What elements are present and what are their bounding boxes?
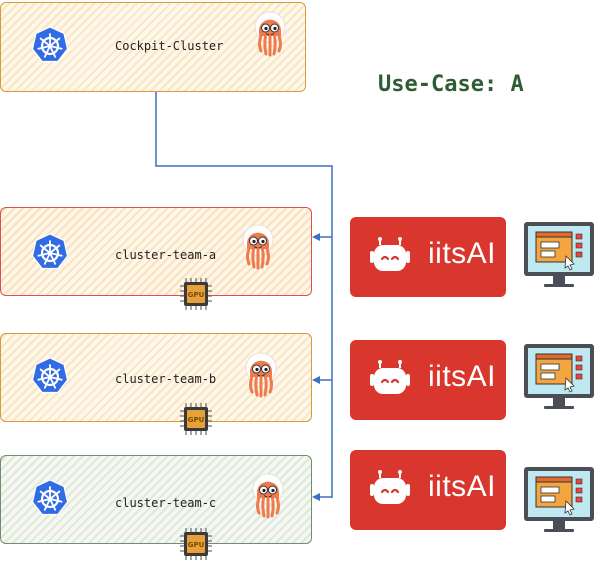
iitsai-logo-block: iitsAI bbox=[350, 217, 506, 297]
kubernetes-icon bbox=[31, 356, 69, 394]
argo-octopus-icon bbox=[253, 10, 287, 57]
arrowhead-team-a bbox=[312, 233, 320, 241]
argo-octopus-icon bbox=[251, 472, 285, 519]
cluster-team-a-box[interactable]: cluster-team-a bbox=[0, 207, 312, 296]
cluster-label: cluster-team-b bbox=[115, 372, 217, 386]
kubernetes-icon bbox=[31, 478, 69, 516]
monitor-icon bbox=[523, 466, 595, 533]
arrowhead-team-c bbox=[312, 493, 320, 501]
gpu-chip-label: GPU bbox=[188, 541, 205, 549]
robot-icon bbox=[370, 360, 410, 396]
cockpit-connector-line bbox=[155, 90, 333, 498]
brand-name: iitsAI bbox=[428, 470, 497, 503]
brand-name: iitsAI bbox=[428, 360, 497, 393]
gpu-chip-label: GPU bbox=[188, 291, 205, 299]
cluster-team-c-box[interactable]: cluster-team-c bbox=[0, 455, 312, 544]
gpu-chip-label: GPU bbox=[188, 416, 205, 424]
iitsai-logo-block: iitsAI bbox=[350, 340, 506, 420]
monitor-icon bbox=[523, 221, 595, 288]
cluster-label: cluster-team-a bbox=[115, 248, 217, 262]
cluster-team-b-box[interactable]: cluster-team-b bbox=[0, 333, 312, 422]
cockpit-cluster-box[interactable]: Cockpit-Cluster bbox=[0, 2, 306, 92]
gpu-chip-icon: GPU bbox=[180, 528, 212, 560]
use-case-title: Use-Case: A bbox=[378, 72, 524, 97]
brand-name: iitsAI bbox=[428, 237, 497, 270]
cluster-label: cluster-team-c bbox=[115, 496, 217, 510]
argo-octopus-icon bbox=[241, 223, 275, 270]
monitor-icon bbox=[523, 343, 595, 410]
iitsai-logo-block: iitsAI bbox=[350, 450, 506, 530]
robot-icon bbox=[370, 470, 410, 506]
cluster-label: Cockpit-Cluster bbox=[115, 39, 224, 53]
kubernetes-icon bbox=[31, 232, 69, 270]
gpu-chip-icon: GPU bbox=[180, 403, 212, 435]
kubernetes-icon bbox=[31, 25, 69, 63]
arrowhead-team-b bbox=[312, 376, 320, 384]
gpu-chip-icon: GPU bbox=[180, 278, 212, 310]
robot-icon bbox=[370, 237, 410, 273]
argo-octopus-icon bbox=[244, 351, 278, 398]
